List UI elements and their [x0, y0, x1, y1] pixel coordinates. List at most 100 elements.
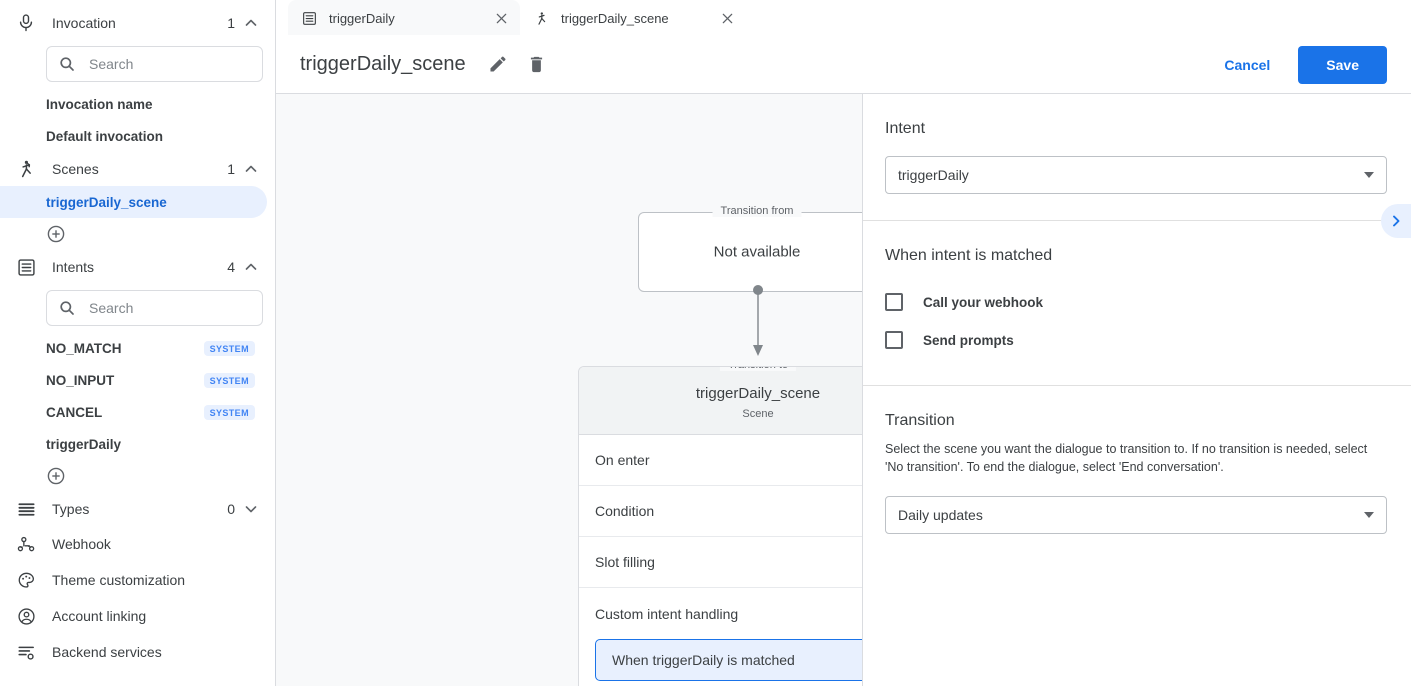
status-badge: SYSTEM: [203, 404, 255, 420]
chevron-right-icon[interactable]: [1381, 204, 1411, 238]
scene-row-on-enter[interactable]: On enter +: [579, 435, 862, 486]
cancel-button[interactable]: Cancel: [1210, 48, 1284, 82]
tab-label: triggerDaily_scene: [561, 10, 669, 26]
sidebar-item-theme-customization[interactable]: Theme customization: [0, 562, 275, 598]
status-badge: SYSTEM: [203, 372, 255, 388]
sidebar-item-invocation-name[interactable]: Invocation name: [0, 88, 267, 120]
scene-subtitle: Scene: [742, 408, 774, 420]
intent-select[interactable]: triggerDaily: [885, 156, 1387, 194]
checkbox-call-your-webhook[interactable]: Call your webhook: [885, 283, 1387, 321]
sidebar-section-invocation[interactable]: Invocation 1: [0, 6, 275, 40]
chevron-down-icon[interactable]: [245, 503, 257, 515]
account-circle-icon: [14, 604, 38, 628]
sidebar-section-label: Invocation: [52, 15, 116, 31]
scene-card-header: triggerDaily_scene Scene: [579, 367, 862, 435]
close-icon[interactable]: [721, 12, 734, 25]
pencil-icon[interactable]: [488, 55, 507, 74]
sidebar-item-label: Invocation name: [46, 96, 153, 112]
sidebar-section-scenes[interactable]: Scenes 1: [0, 152, 275, 186]
sidebar-item-label: triggerDaily: [46, 436, 122, 452]
search-icon: [59, 300, 75, 316]
sidebar-item-cancel[interactable]: CANCEL SYSTEM: [0, 396, 267, 428]
sidebar-item-label: CANCEL: [46, 404, 103, 420]
scene-row-label: Slot filling: [595, 554, 655, 570]
sidebar-item-webhook[interactable]: Webhook: [0, 526, 275, 562]
tab-triggerdaily[interactable]: triggerDaily: [288, 0, 520, 36]
connector-vertical: [753, 285, 763, 356]
panel-transition-title: Transition: [885, 412, 955, 429]
palette-icon: [14, 568, 38, 592]
intent-handling-panel: Intent triggerDaily When intent is match…: [862, 94, 1411, 686]
sidebar-section-types[interactable]: Types 0: [0, 492, 275, 526]
checkbox-box[interactable]: [885, 331, 903, 349]
trash-icon[interactable]: [527, 55, 546, 74]
checkbox-send-prompts[interactable]: Send prompts: [885, 321, 1387, 359]
panel-section-transition: Transition Select the scene you want the…: [863, 386, 1411, 560]
sidebar-item-account-linking[interactable]: Account linking: [0, 598, 275, 634]
checkbox-box[interactable]: [885, 293, 903, 311]
add-scene-icon[interactable]: [46, 224, 66, 244]
panel-when-matched-title: When intent is matched: [885, 247, 1053, 264]
sidebar-section-count: 4: [227, 259, 235, 275]
sidebar-section-intents[interactable]: Intents 4: [0, 250, 275, 284]
sidebar-section-label: Types: [52, 501, 90, 517]
sidebar-section-count: 0: [227, 501, 235, 517]
scene-row-condition[interactable]: Condition +: [579, 486, 862, 537]
invocation-search-wrap: [0, 40, 275, 88]
page-title: triggerDaily_scene: [300, 53, 466, 75]
transition-from-legend: Transition from: [712, 205, 802, 217]
checkbox-label: Send prompts: [923, 332, 1014, 348]
sidebar-item-label: Theme customization: [52, 572, 186, 588]
transition-from-node[interactable]: Transition from Not available: [638, 205, 862, 292]
panel-section-when-matched: When intent is matched Call your webhook…: [863, 221, 1411, 386]
sidebar-item-no-match[interactable]: NO_MATCH SYSTEM: [0, 332, 267, 364]
sidebar-item-triggerdaily[interactable]: triggerDaily: [0, 428, 267, 460]
webhook-icon: [14, 532, 38, 556]
chevron-up-icon[interactable]: [245, 17, 257, 29]
add-intent-icon[interactable]: [46, 466, 66, 486]
intents-search-box[interactable]: [46, 290, 263, 326]
transition-select[interactable]: Daily updates: [885, 496, 1387, 535]
tab-label: triggerDaily: [329, 10, 395, 26]
sidebar-item-label: Webhook: [52, 536, 111, 552]
scene-person-icon: [14, 157, 38, 181]
invocation-search-box[interactable]: [46, 46, 263, 82]
intent-select-value: triggerDaily: [898, 167, 969, 183]
scene-row-label: On enter: [595, 452, 650, 468]
scene-row-slot-filling[interactable]: Slot filling +: [579, 537, 862, 588]
close-icon[interactable]: [495, 12, 508, 25]
sidebar-section-count: 1: [227, 161, 235, 177]
sidebar-item-label: Account linking: [52, 608, 147, 624]
tab-triggerdaily-scene[interactable]: triggerDaily_scene: [520, 0, 746, 36]
invocation-search-input[interactable]: [87, 55, 250, 73]
sidebar-item-default-invocation[interactable]: Default invocation: [0, 120, 267, 152]
sidebar-item-no-input[interactable]: NO_INPUT SYSTEM: [0, 364, 267, 396]
tab-strip: triggerDaily triggerDaily_scene: [276, 0, 1411, 36]
chevron-up-icon[interactable]: [245, 261, 257, 273]
intents-list-icon: [14, 255, 38, 279]
backend-services-icon: [14, 640, 38, 664]
sidebar-item-triggerdaily-scene[interactable]: triggerDaily_scene: [0, 186, 267, 218]
panel-transition-description: Select the scene you want the dialogue t…: [885, 442, 1368, 475]
sidebar-item-label: Backend services: [52, 644, 162, 660]
body-area: Transition from Not available Transition…: [276, 94, 1411, 686]
sidebar-item-backend-services[interactable]: Backend services: [0, 634, 275, 670]
intent-handler-chip[interactable]: When triggerDaily is matched: [595, 639, 862, 681]
intents-search-wrap: [0, 284, 275, 332]
save-button[interactable]: Save: [1298, 45, 1387, 84]
chevron-up-icon[interactable]: [245, 163, 257, 175]
scene-card[interactable]: Transition to triggerDaily_scene Scene O…: [578, 366, 862, 686]
main-area: triggerDaily triggerDaily_scene: [276, 0, 1411, 686]
types-lines-icon: [14, 497, 38, 521]
custom-intent-handling-block: Custom intent handling + When triggerDai…: [579, 588, 862, 686]
sidebar-section-count: 1: [227, 15, 235, 31]
sidebar-item-label: Default invocation: [46, 128, 164, 144]
intents-search-input[interactable]: [87, 299, 250, 317]
scene-row-custom-intent-handling[interactable]: Custom intent handling +: [579, 588, 862, 639]
add-scene-row: [0, 218, 275, 250]
scene-graph-canvas[interactable]: Transition from Not available Transition…: [276, 94, 862, 686]
scene-header: triggerDaily_scene Cancel Save: [276, 36, 1411, 94]
add-intent-row: [0, 460, 275, 492]
sidebar-item-label: triggerDaily_scene: [46, 194, 167, 210]
